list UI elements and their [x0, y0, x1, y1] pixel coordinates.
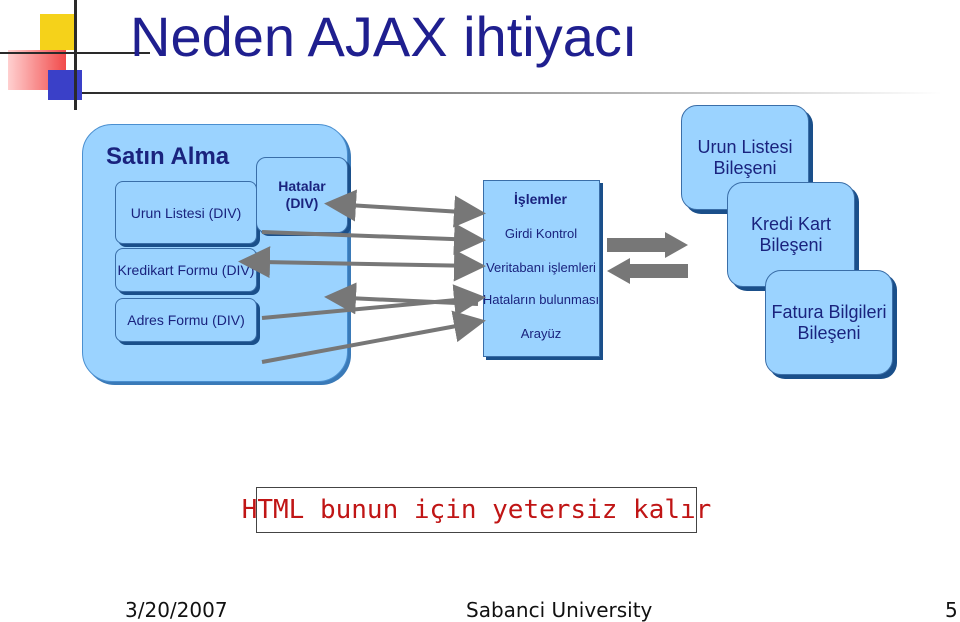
arrow-creditcard-database [238, 246, 486, 282]
operation-input-validation: Girdi Kontrol [504, 226, 578, 241]
note-text: HTML bunun için yetersiz kalır [241, 495, 712, 525]
invoice-component-line1: Fatura Bilgileri [771, 301, 887, 322]
credit-card-component-line2: Bileşeni [759, 234, 823, 255]
product-list-component-line1: Urun Listesi [697, 136, 793, 157]
arrow-errors-validation [261, 223, 486, 256]
arrow-errors-operations [324, 189, 486, 228]
arrow-right-to-components [607, 232, 688, 258]
address-form-div: Adres Formu (DIV) [115, 298, 257, 342]
footer-page-number: 5 [945, 598, 958, 622]
operation-interface: Arayüz [520, 326, 562, 341]
operation-error-finding: Hataların bulunması [482, 292, 600, 307]
invoice-component: Fatura Bilgileri Bileşeni [765, 270, 893, 375]
errors-div-label-1: Hatalar [278, 178, 326, 194]
slide-title: Neden AJAX ihtiyacı [130, 5, 638, 68]
credit-card-form-div: Kredikart Formu (DIV) [115, 248, 257, 292]
title-underline [82, 92, 942, 94]
product-list-component-line2: Bileşeni [713, 157, 777, 178]
arrow-left-from-components [607, 258, 688, 284]
purchase-panel-title: Satın Alma [106, 143, 230, 170]
decor-square-yellow [40, 14, 76, 50]
credit-card-form-div-label: Kredikart Formu (DIV) [117, 262, 255, 278]
address-form-div-label: Adres Formu (DIV) [127, 312, 245, 328]
decor-horizontal-line [0, 52, 150, 54]
arrow-panel-interface [261, 310, 486, 364]
credit-card-component: Kredi Kart Bileşeni [727, 182, 855, 287]
exchange-arrows [607, 232, 688, 284]
operation-database: Veritabanı işlemleri [486, 260, 596, 275]
errors-div-label-2: (DIV) [285, 195, 319, 211]
operations-box [483, 180, 600, 357]
invoice-component-line2: Bileşeni [797, 322, 861, 343]
operations-title: İşlemler [514, 191, 567, 207]
product-list-div-label: Urun Listesi (DIV) [130, 204, 242, 221]
note-box: HTML bunun için yetersiz kalır [242, 487, 711, 533]
product-list-div: Urun Listesi (DIV) [115, 181, 257, 244]
credit-card-component-line1: Kredi Kart [750, 213, 832, 234]
decor-vertical-line [74, 0, 77, 110]
footer-center: Sabanci University [466, 598, 653, 622]
footer-date: 3/20/2007 [125, 598, 228, 622]
arrow-address-errors [261, 284, 486, 320]
